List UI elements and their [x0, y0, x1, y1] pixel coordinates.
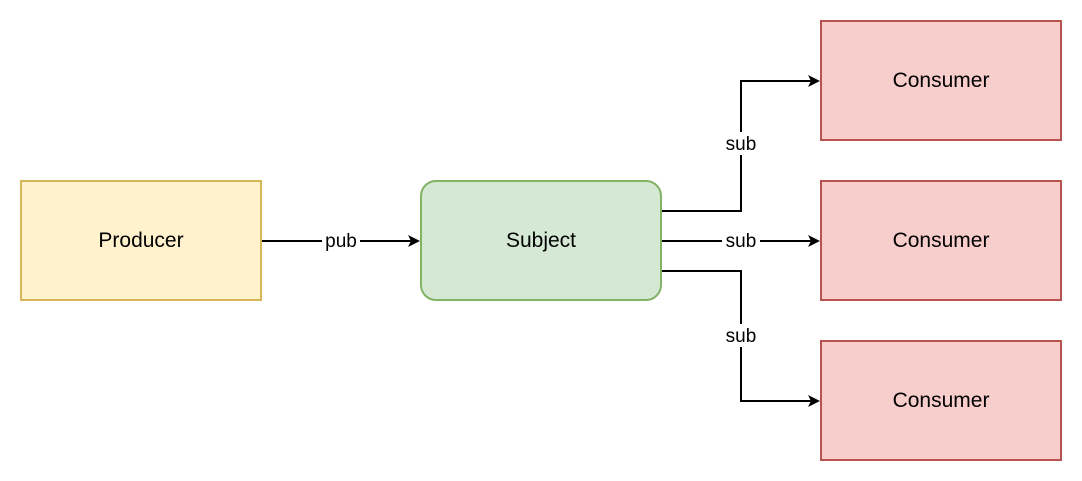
consumer-label: Consumer — [892, 228, 990, 252]
edge-label-pub: pub — [325, 231, 357, 252]
consumer-node-top[interactable]: Consumer — [820, 20, 1062, 141]
edge-producer-to-subject: pub — [262, 230, 420, 252]
edge-label-bg — [722, 324, 760, 347]
edge-subject-to-consumer-3: sub — [662, 270, 820, 407]
edge-label-sub-3: sub — [726, 326, 757, 347]
subject-node[interactable]: Subject — [420, 180, 662, 301]
edge-label-bg — [722, 132, 760, 155]
producer-node[interactable]: Producer — [20, 180, 262, 301]
subject-label: Subject — [505, 228, 577, 252]
producer-label: Producer — [98, 228, 184, 252]
edge-subject-to-consumer-2: sub — [662, 230, 820, 252]
consumer-node-middle[interactable]: Consumer — [820, 180, 1062, 301]
consumer-label: Consumer — [892, 68, 990, 92]
consumer-node-bottom[interactable]: Consumer — [820, 340, 1062, 461]
edge-subject-to-consumer-1: sub — [662, 75, 820, 212]
consumer-label: Consumer — [892, 388, 990, 412]
edge-label-bg — [722, 230, 760, 252]
edge-label-bg — [322, 230, 360, 252]
edge-label-sub-1: sub — [726, 134, 757, 155]
edge-label-sub-2: sub — [726, 231, 757, 252]
